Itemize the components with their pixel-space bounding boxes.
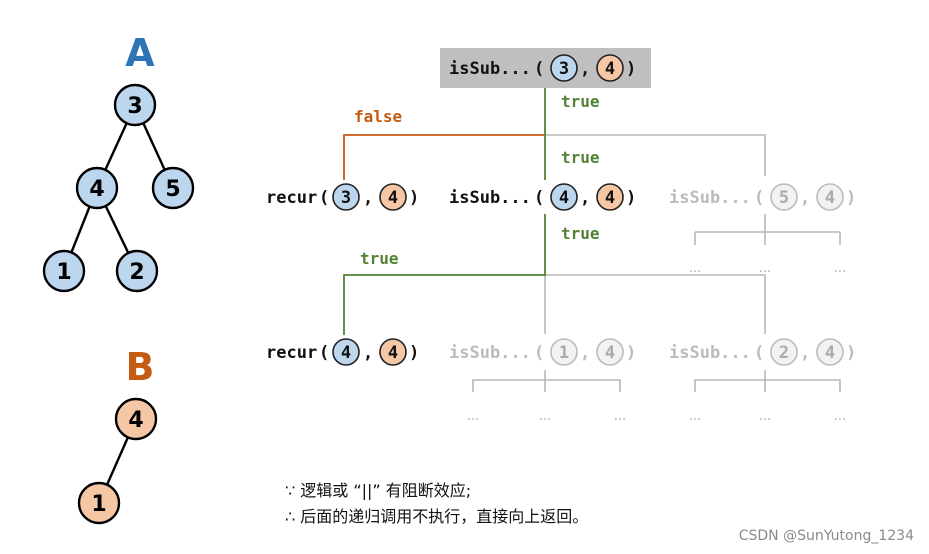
svg-text:isSub...: isSub...: [669, 343, 751, 363]
svg-text:1: 1: [56, 260, 71, 285]
svg-text:,: ,: [363, 343, 373, 363]
edge-label-root-true: true: [561, 92, 600, 111]
ellipsis: ...: [614, 409, 626, 424]
svg-text:isSub...: isSub...: [449, 59, 531, 79]
pruned-connectors: [472, 134, 841, 392]
svg-text:,: ,: [580, 59, 590, 79]
ellipsis: ...: [539, 409, 551, 424]
svg-text:1: 1: [559, 343, 569, 363]
svg-text:): ): [846, 343, 856, 363]
true-connector-lower: [343, 214, 546, 335]
call-recur-4-4: recur ( 4 , 4 ): [266, 338, 419, 366]
ellipsis-group-lower-right: ... ... ...: [689, 409, 846, 424]
svg-text:4: 4: [388, 343, 398, 363]
ellipsis: ...: [689, 261, 701, 276]
ellipsis-group-upper: ... ... ...: [689, 261, 846, 276]
tree-a-node-5: 5: [151, 166, 195, 210]
svg-text:(: (: [754, 343, 764, 363]
svg-text:3: 3: [341, 188, 351, 208]
svg-text:,: ,: [800, 343, 810, 363]
svg-text:4: 4: [825, 343, 835, 363]
svg-text:): ): [409, 188, 419, 208]
svg-text:(: (: [534, 343, 544, 363]
svg-text:4: 4: [605, 343, 615, 363]
ellipsis: ...: [834, 409, 846, 424]
svg-text:4: 4: [605, 188, 615, 208]
false-connector: [343, 134, 545, 180]
call-recur-3-4: recur ( 3 , 4 ): [266, 183, 419, 211]
svg-text:(: (: [754, 188, 764, 208]
tree-a-title: A: [125, 31, 155, 75]
ellipsis: ...: [834, 261, 846, 276]
watermark: CSDN @SunYutong_1234: [739, 528, 914, 544]
tree-a-node-4: 4: [75, 166, 119, 210]
ellipsis: ...: [759, 409, 771, 424]
tree-b-title: B: [126, 345, 155, 389]
edge-label-left-true: true: [360, 249, 399, 268]
ellipsis-group-lower-left: ... ... ...: [467, 409, 626, 424]
svg-text:isSub...: isSub...: [449, 188, 531, 208]
note-line-2: ∴ 后面的递归调用不执行，直接向上返回。: [285, 507, 588, 526]
svg-text:isSub...: isSub...: [449, 343, 531, 363]
svg-text:): ): [846, 188, 856, 208]
call-issub-1-4-pruned: isSub... ( 1 , 4 ): [449, 338, 636, 366]
svg-text:4: 4: [825, 188, 835, 208]
edge-label-mid-true: true: [561, 148, 600, 167]
svg-text:,: ,: [800, 188, 810, 208]
svg-text:4: 4: [128, 408, 143, 433]
svg-text:3: 3: [127, 94, 142, 119]
svg-text:5: 5: [779, 188, 789, 208]
edge-label-lower-true: true: [561, 224, 600, 243]
svg-text:recur: recur: [266, 188, 317, 208]
call-root: isSub... ( 3 , 4 ): [449, 54, 636, 82]
note-line-1: ∵ 逻辑或 “||” 有阻断效应;: [285, 481, 471, 500]
svg-text:): ): [626, 59, 636, 79]
tree-b-node-4: 4: [114, 397, 158, 441]
svg-text:4: 4: [388, 188, 398, 208]
svg-text:): ): [626, 188, 636, 208]
call-issub-5-4-pruned: isSub... ( 5 , 4 ): [669, 183, 856, 211]
edge-label-false: false: [354, 107, 402, 126]
call-issub-2-4-pruned: isSub... ( 2 , 4 ): [669, 338, 856, 366]
tree-b-node-1: 1: [77, 481, 121, 525]
tree-a-node-3: 3: [113, 83, 157, 127]
call-issub-4-4: isSub... ( 4 , 4 ): [449, 183, 636, 211]
svg-text:(: (: [534, 188, 544, 208]
svg-text:(: (: [319, 188, 329, 208]
svg-text:,: ,: [363, 188, 373, 208]
svg-text:4: 4: [605, 59, 615, 79]
svg-text:): ): [626, 343, 636, 363]
svg-text:4: 4: [89, 177, 104, 202]
ellipsis: ...: [467, 409, 479, 424]
ellipsis: ...: [689, 409, 701, 424]
svg-text:,: ,: [580, 343, 590, 363]
svg-text:5: 5: [165, 177, 180, 202]
svg-text:): ): [409, 343, 419, 363]
svg-text:2: 2: [129, 260, 144, 285]
svg-text:isSub...: isSub...: [669, 188, 751, 208]
svg-text:(: (: [534, 59, 544, 79]
tree-a-node-1: 1: [42, 249, 86, 293]
svg-text:3: 3: [559, 59, 569, 79]
tree-a-node-2: 2: [115, 249, 159, 293]
svg-text:2: 2: [779, 343, 789, 363]
svg-text:4: 4: [559, 188, 569, 208]
svg-text:4: 4: [341, 343, 351, 363]
svg-text:,: ,: [580, 188, 590, 208]
svg-text:1: 1: [91, 492, 106, 517]
svg-text:recur: recur: [266, 343, 317, 363]
ellipsis: ...: [759, 261, 771, 276]
svg-text:(: (: [319, 343, 329, 363]
